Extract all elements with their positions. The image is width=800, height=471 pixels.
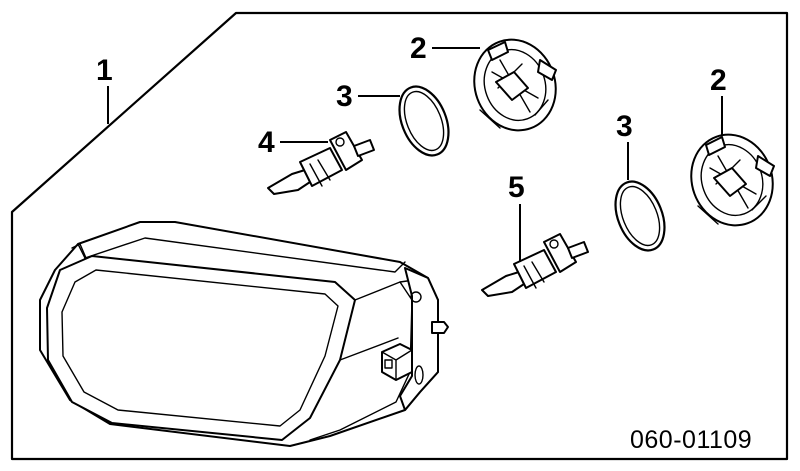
callout-label-oring-left: 3: [336, 80, 353, 113]
diagram-frame: [10, 11, 789, 461]
callout-2-left: 2: [410, 32, 480, 65]
callout-3-right: 3: [616, 110, 633, 180]
o-ring-right: [614, 180, 666, 252]
o-ring-left: [398, 85, 450, 157]
callout-label-socket-right: 2: [710, 64, 727, 97]
callout-label-oring-right: 3: [616, 110, 633, 143]
diagram-code: 060-01109: [630, 426, 752, 454]
callout-1: 1: [96, 54, 113, 124]
halogen-bulb-lower: [481, 233, 589, 297]
callout-3-left: 3: [336, 80, 400, 113]
callout-label-socket-left: 2: [410, 32, 427, 65]
callout-5: 5: [508, 171, 525, 262]
callout-2-right: 2: [710, 64, 727, 136]
bulb-socket-upper: [473, 38, 557, 132]
callout-label-bulb-upper: 4: [258, 126, 275, 159]
bulb-socket-right: [690, 133, 775, 227]
callout-label-bulb-lower: 5: [508, 171, 525, 204]
fog-lamp-assembly: [39, 221, 449, 447]
halogen-bulb-upper: [267, 131, 375, 195]
callout-label-assembly: 1: [96, 54, 113, 87]
callout-4: 4: [258, 126, 328, 159]
